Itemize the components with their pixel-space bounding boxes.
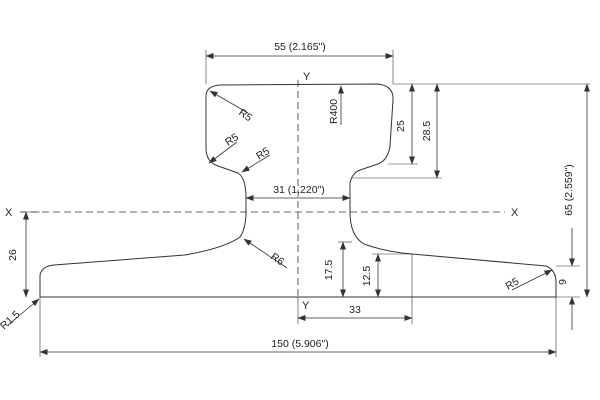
web-thickness-label: 31 (1.220"): [273, 184, 325, 196]
y-axis-label-bottom: Y: [302, 300, 310, 312]
flange-height-label: 12.5: [361, 266, 373, 287]
radius-head-left-label: R5: [223, 131, 241, 148]
web-root-height-label: 17.5: [323, 260, 335, 281]
radius-leader-head-top: [209, 90, 249, 114]
rail-outline: [39, 83, 557, 298]
radius-foot-right-label: R5: [504, 275, 522, 292]
radius-leader-foot-left: [7, 298, 40, 326]
toe-height-label: 9: [557, 279, 569, 285]
radius-leader-head-left: [208, 141, 238, 164]
radius-leader-head-underside: [241, 154, 271, 173]
y-axis-label-top: Y: [303, 71, 311, 83]
radius-foot-left-label: R1.5: [0, 308, 23, 332]
head-to-web-label: 28.5: [421, 121, 433, 142]
height-total-label: 65 (2.559"): [563, 164, 575, 216]
neutral-axis-height-label: 26: [7, 249, 19, 261]
radius-leader-foot-right: [511, 269, 553, 291]
radius-crown-label: R400: [328, 99, 340, 124]
base-width-label: 150 (5.906"): [271, 338, 328, 350]
foot-to-centre-label: 33: [349, 304, 361, 316]
radius-head-top-label: R5: [236, 107, 254, 125]
head-depth-label: 25: [395, 120, 407, 132]
radius-head-underside-label: R5: [254, 145, 272, 162]
x-axis-label-left: X: [5, 207, 13, 219]
head-width-label: 55 (2.165"): [274, 41, 326, 53]
x-axis-label-right: X: [511, 207, 519, 219]
radius-leader-web-fillet: [243, 238, 288, 269]
